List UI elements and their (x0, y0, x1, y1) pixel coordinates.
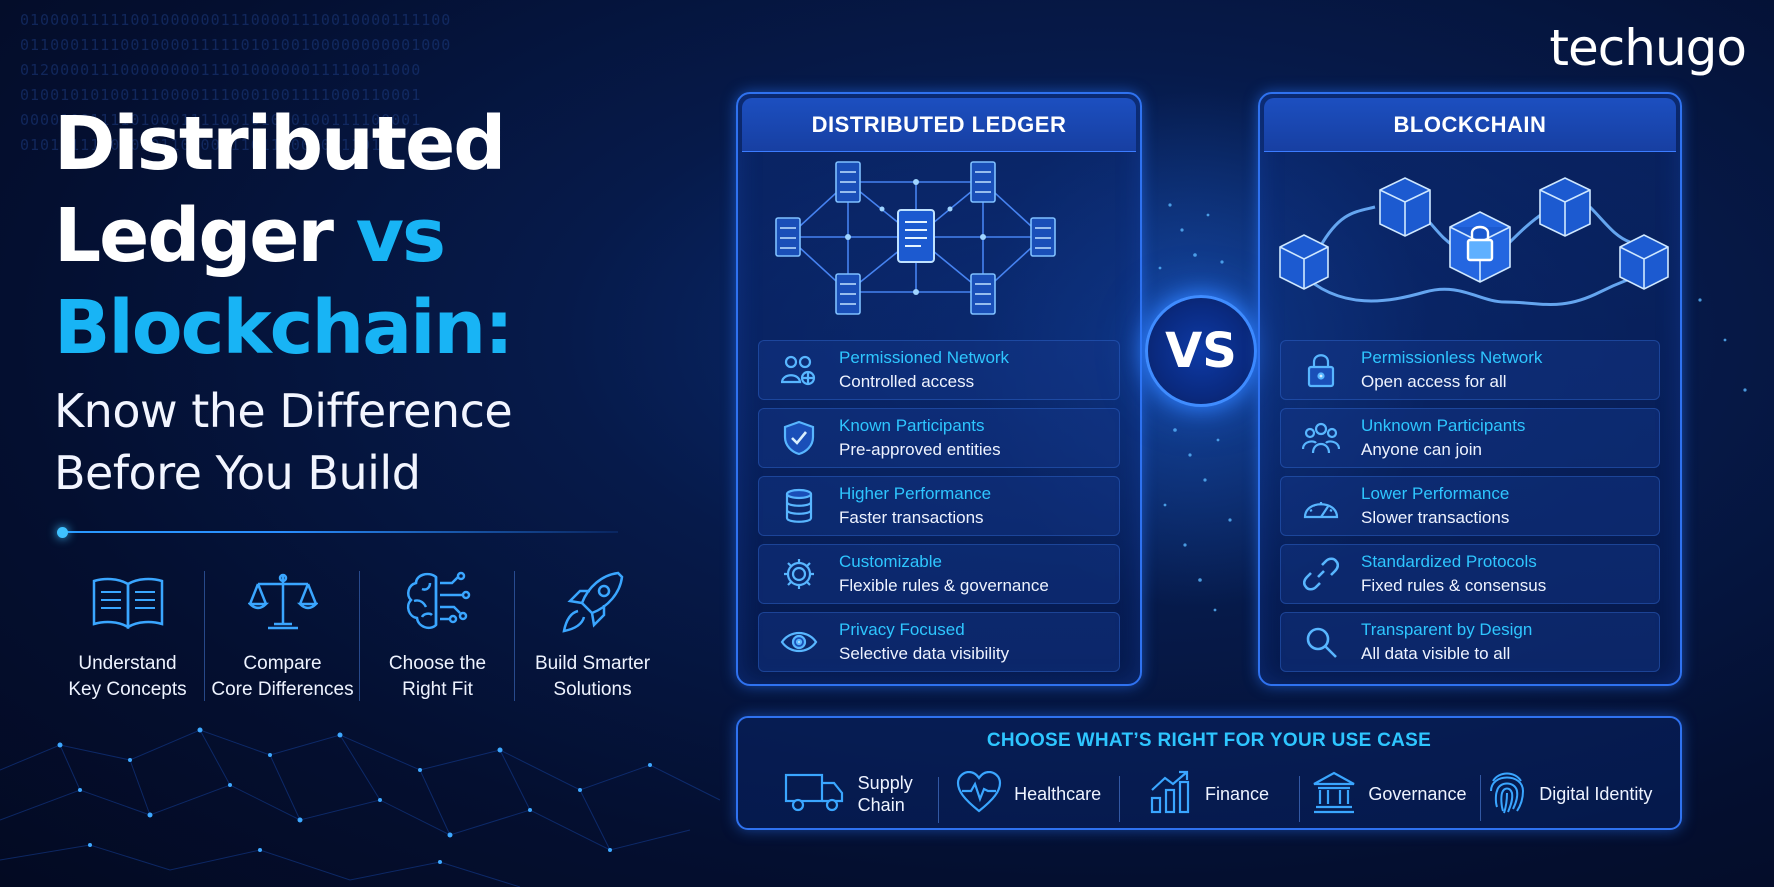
attribute-desc: All data visible to all (1361, 644, 1511, 663)
headline-line-3: Blockchain: (54, 285, 514, 371)
use-case-label: Finance (1204, 784, 1270, 804)
attribute-desc: Controlled access (839, 372, 975, 391)
attribute-title: Permissionless Network (1361, 348, 1543, 367)
server-icon (835, 161, 861, 203)
use-case-label: Healthcare (1014, 784, 1102, 804)
use-case-item: Supply Chain (758, 771, 938, 818)
subheadline-line-2: Before You Build (54, 446, 421, 500)
attribute-row: Standardized Protocols Fixed rules & con… (1280, 544, 1660, 604)
feature-label: Choose the Right Fit (388, 653, 487, 700)
blockchain-attributes: Permissionless Network Open access for a… (1280, 340, 1660, 680)
use-case-item: Finance (1118, 770, 1299, 822)
feature-item: Understand Key Concepts (50, 565, 205, 705)
attribute-title: Lower Performance (1361, 484, 1510, 503)
bar-chart-icon (1149, 770, 1193, 819)
headline-line-2: Ledger vs (54, 190, 654, 282)
attribute-row: Known Participants Pre-approved entities (758, 408, 1120, 468)
block-lock-icon (1466, 225, 1494, 262)
attribute-desc: Faster transactions (839, 508, 984, 527)
people-group-icon (1281, 421, 1361, 455)
gear-icon (759, 556, 839, 592)
ledger-document-icon (897, 209, 935, 263)
vs-badge: VS (1145, 295, 1257, 407)
feature-strip: Understand Key Concepts Compare Core Dif… (50, 565, 670, 705)
attribute-title: Transparent by Design (1361, 620, 1533, 639)
use-case-item: Healthcare (938, 770, 1118, 823)
headline-vs-word: vs (355, 193, 446, 279)
eye-icon (759, 629, 839, 655)
magnifier-icon (1281, 625, 1361, 659)
attribute-row: Unknown Participants Anyone can join (1280, 408, 1660, 468)
use-case-panel: CHOOSE WHAT’S RIGHT FOR YOUR USE CASE Su… (736, 716, 1682, 830)
heart-pulse-icon (956, 770, 1002, 818)
headline-block: Distributed Ledger vs Blockchain: Know t… (54, 98, 654, 504)
headline-divider (58, 531, 618, 533)
techugo-logo[interactable]: techugo (1549, 18, 1747, 78)
use-case-label: Governance (1368, 784, 1467, 804)
attribute-desc: Pre-approved entities (839, 440, 1001, 459)
card-title: DISTRIBUTED LEDGER (742, 98, 1136, 152)
attribute-desc: Slower transactions (1361, 508, 1510, 527)
feature-item: Choose the Right Fit (359, 565, 515, 705)
attribute-title: Higher Performance (839, 484, 992, 503)
ledger-attributes: Permissioned Network Controlled access K… (758, 340, 1120, 680)
subheadline-line-1: Know the Difference (54, 384, 513, 438)
feature-label: Compare Core Differences (211, 653, 354, 700)
feature-item: Build Smarter Solutions (514, 565, 670, 705)
attribute-desc: Flexible rules & governance (839, 576, 1049, 595)
attribute-row: Transparent by Design All data visible t… (1280, 612, 1660, 672)
users-network-icon (759, 354, 839, 386)
attribute-desc: Selective data visibility (839, 644, 1010, 663)
open-book-icon (86, 565, 170, 639)
feature-item: Compare Core Differences (204, 565, 360, 705)
divider-dot (57, 527, 68, 538)
chain-link-icon (1281, 556, 1361, 592)
use-case-item: Digital Identity (1479, 769, 1660, 821)
attribute-row: Permissioned Network Controlled access (758, 340, 1120, 400)
logo-text: techugo (1549, 19, 1747, 77)
database-icon (759, 488, 839, 524)
attribute-title: Unknown Participants (1361, 416, 1526, 435)
rocket-icon (551, 565, 635, 639)
attribute-title: Known Participants (839, 416, 985, 435)
bank-building-icon (1312, 770, 1356, 819)
fingerprint-icon (1487, 769, 1527, 820)
shield-check-icon (759, 420, 839, 456)
attribute-desc: Fixed rules & consensus (1361, 576, 1547, 595)
padlock-icon (1281, 352, 1361, 388)
brain-circuit-icon (396, 565, 480, 639)
card-title: BLOCKCHAIN (1264, 98, 1676, 152)
headline-line-1: Distributed (54, 101, 506, 187)
use-case-list: Supply Chain Healthcare Finance (758, 766, 1660, 823)
blockchain-illustration (1260, 152, 1680, 336)
feature-label: Build Smarter Solutions (534, 653, 651, 700)
use-case-item: Governance (1299, 770, 1479, 822)
attribute-row: Customizable Flexible rules & governance (758, 544, 1120, 604)
attribute-desc: Anyone can join (1361, 440, 1482, 459)
attribute-title: Standardized Protocols (1361, 552, 1537, 571)
attribute-title: Permissioned Network (839, 348, 1010, 367)
use-case-label: Supply Chain (857, 773, 913, 815)
headline-ledger-word: Ledger (54, 193, 334, 279)
attribute-row: Privacy Focused Selective data visibilit… (758, 612, 1120, 672)
attribute-title: Privacy Focused (839, 620, 965, 639)
feature-label: Understand Key Concepts (68, 653, 187, 700)
attribute-row: Permissionless Network Open access for a… (1280, 340, 1660, 400)
speedometer-icon (1281, 491, 1361, 521)
scales-icon (241, 565, 325, 639)
ledger-network-illustration (738, 152, 1140, 336)
attribute-desc: Open access for all (1361, 372, 1507, 391)
use-case-label: Digital Identity (1539, 784, 1653, 804)
use-case-title: CHOOSE WHAT’S RIGHT FOR YOUR USE CASE (986, 730, 1432, 751)
blockchain-card: BLOCKCHAIN (1258, 92, 1682, 686)
attribute-row: Higher Performance Faster transactions (758, 476, 1120, 536)
attribute-row: Lower Performance Slower transactions (1280, 476, 1660, 536)
distributed-ledger-card: DISTRIBUTED LEDGER (736, 92, 1142, 686)
truck-icon (784, 771, 846, 818)
attribute-title: Customizable (839, 552, 942, 571)
